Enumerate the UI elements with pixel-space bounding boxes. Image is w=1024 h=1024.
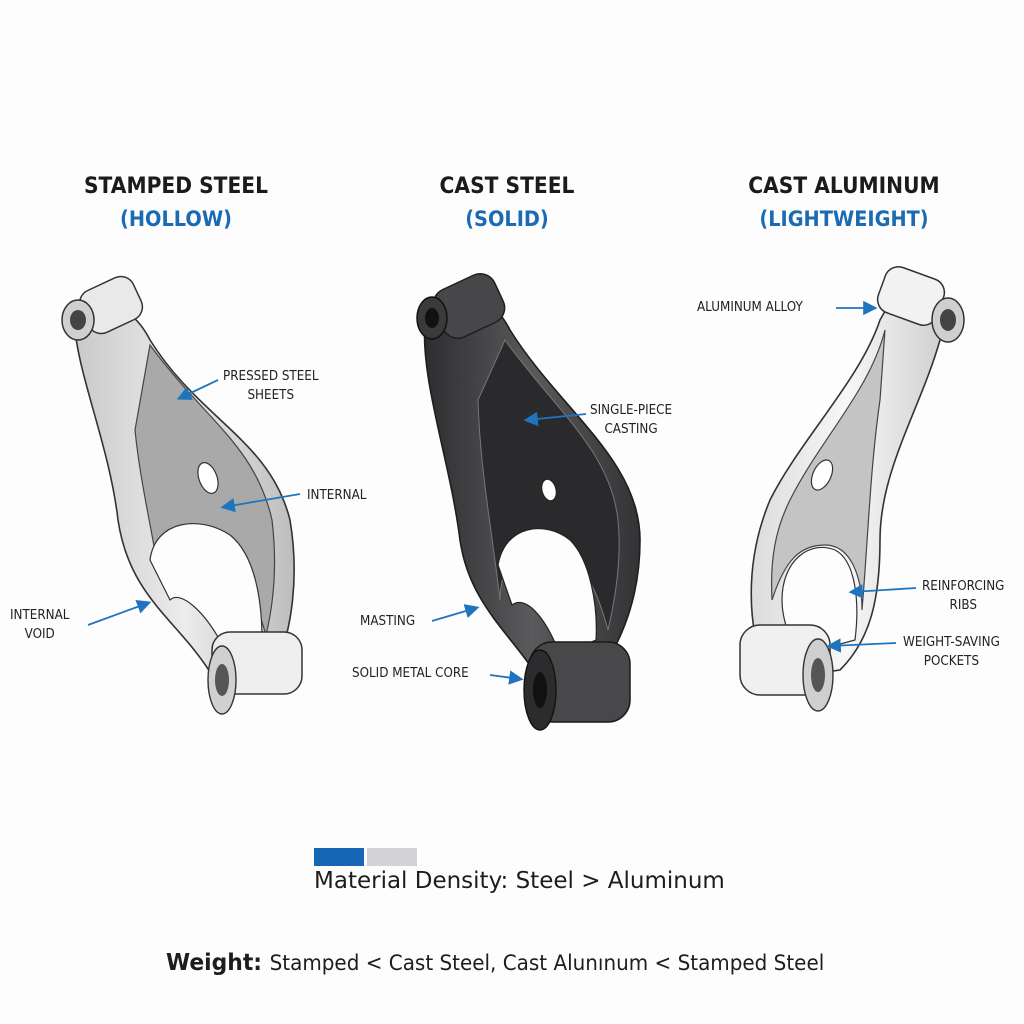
weight-comparison: Weight:Stamped < Cast Steel, Cast Alunın… bbox=[166, 950, 824, 976]
column-subtitle: (HOLLOW) bbox=[120, 207, 232, 231]
title-stamped-steel: STAMPED STEEL (HOLLOW) bbox=[26, 172, 326, 236]
callout-line: VOID bbox=[24, 627, 55, 642]
callout-line: MASTING bbox=[360, 614, 416, 629]
title-cast-aluminum: CAST ALUMINUM (LIGHTWEIGHT) bbox=[694, 172, 994, 236]
cast-aluminum-arm bbox=[739, 266, 965, 712]
callout-weight-saving-pockets: WEIGHT-SAVING POCKETS bbox=[903, 633, 1000, 671]
column-title: CAST STEEL bbox=[439, 174, 575, 199]
legend-swatch-aluminum bbox=[367, 848, 417, 866]
callout-single-piece-casting: SINGLE-PIECE CASTING bbox=[590, 401, 672, 439]
callout-line: SHEETS bbox=[247, 388, 295, 403]
callout-line: WEIGHT-SAVING bbox=[903, 635, 1000, 650]
callout-line: SOLID METAL CORE bbox=[352, 666, 469, 681]
column-title: STAMPED STEEL bbox=[83, 174, 269, 199]
callout-line: INTERNAL bbox=[10, 608, 70, 623]
title-cast-steel: CAST STEEL (SOLID) bbox=[357, 172, 657, 236]
callout-internal: INTERNAL bbox=[307, 486, 366, 505]
callout-line: RIBS bbox=[949, 598, 977, 613]
callout-line: REINFORCING bbox=[922, 579, 1005, 594]
callout-internal-void: INTERNAL VOID bbox=[10, 606, 69, 644]
column-title: CAST ALUMINUM bbox=[748, 174, 940, 199]
column-subtitle: (LIGHTWEIGHT) bbox=[759, 207, 929, 231]
callout-line: INTERNAL bbox=[307, 488, 367, 503]
weight-text: Stamped < Cast Steel, Cast Alunınum < St… bbox=[269, 951, 825, 975]
weight-label: Weight: bbox=[166, 950, 263, 976]
callout-masting: MASTING bbox=[360, 612, 415, 631]
legend-swatch-steel bbox=[314, 848, 364, 866]
stamped-steel-arm bbox=[61, 275, 303, 715]
column-subtitle: (SOLID) bbox=[465, 207, 549, 231]
callout-solid-metal-core: SOLID METAL CORE bbox=[352, 664, 469, 683]
callout-line: CASTING bbox=[604, 422, 658, 437]
callout-reinforcing-ribs: REINFORCING RIBS bbox=[922, 577, 1004, 615]
callout-aluminum-alloy: ALUMINUM ALLOY bbox=[697, 298, 803, 317]
callout-line: ALUMINUM ALLOY bbox=[697, 300, 803, 315]
callout-pressed-steel-sheets: PRESSED STEEL SHEETS bbox=[223, 367, 319, 405]
material-density-text: Material Density: Steel > Aluminum bbox=[314, 868, 725, 894]
callout-line: POCKETS bbox=[923, 654, 980, 669]
callout-line: SINGLE-PIECE bbox=[590, 403, 673, 418]
callout-arrows bbox=[87, 300, 917, 685]
callout-line: PRESSED STEEL bbox=[223, 369, 319, 384]
cast-steel-arm bbox=[416, 273, 641, 731]
